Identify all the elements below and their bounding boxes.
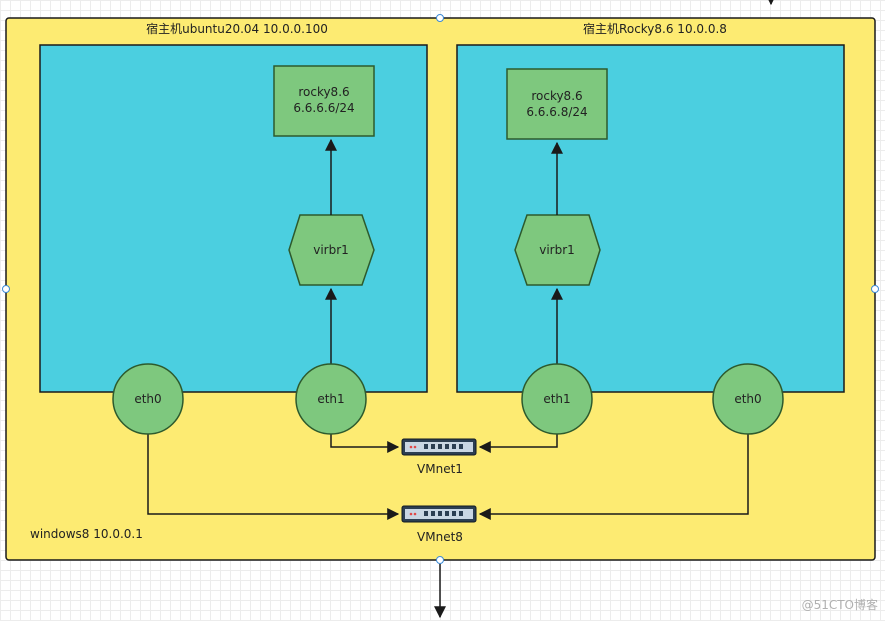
handle-bottom[interactable] [436,556,444,564]
vmnet8-label: VMnet8 [417,530,463,544]
bridge-left-hexagon[interactable] [288,214,375,286]
eth1-right-label: eth1 [543,392,570,406]
handle-right[interactable] [871,285,879,293]
vm-left-box[interactable] [273,65,375,137]
eth1-left-node[interactable] [295,363,367,435]
connector-right-eth0-vmnet8 [478,434,749,520]
host-left-label: 宿主机ubuntu20.04 10.0.0.100 [146,21,328,36]
eth0-right-node[interactable] [712,363,784,435]
vm-right-ip: 6.6.6.8/24 [526,105,587,119]
windows8-label: windows8 10.0.0.1 [30,527,143,541]
eth1-right-node[interactable] [521,363,593,435]
bridge-right-hexagon[interactable] [514,214,601,286]
vmnet1-switch-icon[interactable] [401,438,477,456]
eth0-right-label: eth0 [734,392,761,406]
connector-left-eth1-vmnet1 [330,434,400,453]
watermark: @51CTO博客 [802,597,878,612]
eth1-left-label: eth1 [317,392,344,406]
eth0-left-node[interactable] [112,363,184,435]
host-right-label: 宿主机Rocky8.6 10.0.0.8 [583,21,727,36]
vmnet1-label: VMnet1 [417,462,463,476]
vm-left-name: rocky8.6 [298,85,349,99]
eth0-left-label: eth0 [134,392,161,406]
vm-right-box[interactable] [506,68,608,140]
vm-right-name: rocky8.6 [531,89,582,103]
vm-left-ip: 6.6.6.6/24 [293,101,354,115]
connector-right-eth1-vmnet1 [478,434,558,453]
bridge-left-label: virbr1 [313,243,349,257]
handle-top[interactable] [436,14,444,22]
bridge-right-label: virbr1 [539,243,575,257]
vmnet8-switch-icon[interactable] [401,505,477,523]
connector-left-eth0-vmnet8 [147,434,400,520]
handle-left[interactable] [2,285,10,293]
